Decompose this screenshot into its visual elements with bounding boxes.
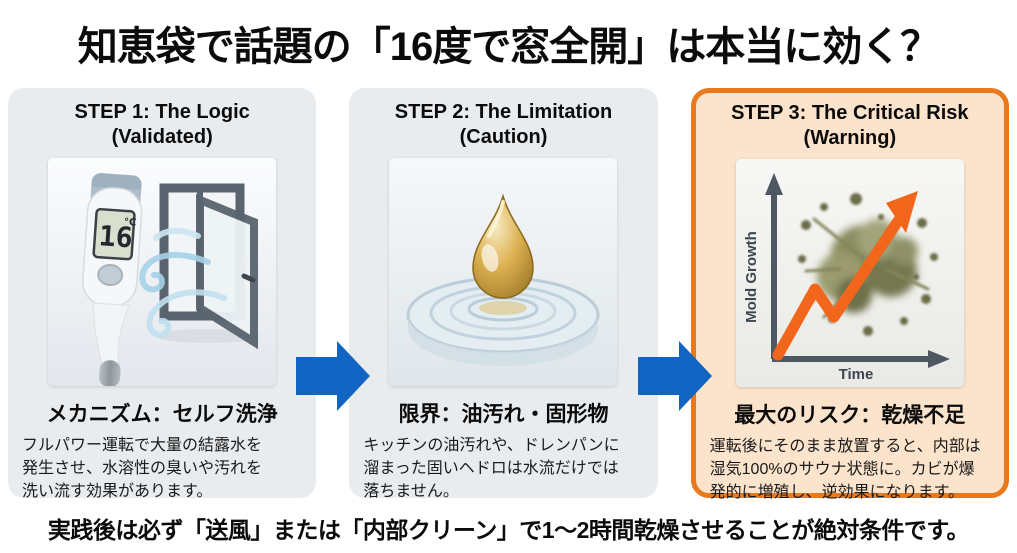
chart-y-axis-label: Mold Growth [743,231,760,323]
steps-row: STEP 1: The Logic (Validated) [0,88,1017,501]
body-line: 発生させ、水溶性の臭いや汚れを [22,459,263,477]
step2-panel: STEP 2: The Limitation (Caution) [349,88,658,500]
step2-title-line2: (Caution) [459,126,548,148]
thermometer-graphic: 16 °C [82,173,143,386]
arrow-right-icon [638,341,712,411]
step1-body: フルパワー運転で大量の結露水を 発生させ、水溶性の臭いや汚れを 洗い流す効果があ… [20,435,304,504]
mold-growth-chart-image: Mold Growth Time [735,159,964,387]
step3-body: 運転後にそのまま放置すると、内部は 湿気100%のサウナ状態に。カビが爆 発的に… [708,436,992,505]
step1-title: STEP 1: The Logic (Validated) [20,100,304,150]
step3-heading: 最大のリスク：乾燥不足 [734,404,966,427]
chart-axes [764,173,950,368]
open-window-graphic [156,183,261,350]
step1-title-line2: (Validated) [111,126,213,148]
water-dish-graphic [406,276,600,366]
step3-panel: STEP 3: The Critical Risk (Warning) [690,88,1009,501]
chart-x-axis-label: Time [838,366,873,383]
oil-droplet-graphic [472,193,535,299]
step1-heading: メカニズム：セルフ洗浄 [46,403,278,426]
step3-title-line2: (Warning) [803,127,897,149]
step3-title-line1: STEP 3: The Critical Risk [731,102,969,124]
thermometer-unit: °C [124,217,137,229]
step1-title-line1: STEP 1: The Logic [74,101,250,123]
step2-title-line1: STEP 2: The Limitation [394,101,613,123]
mold-spores-graphic [797,193,938,336]
wind-swirls [139,228,228,338]
thermometer-reading: 16 [98,219,134,254]
page-title: 知恵袋で話題の「16度で窓全開」は本当に効く？ [77,25,941,69]
body-line: 湿気100%のサウナ状態に。カビが爆 [709,460,975,478]
step3-title: STEP 3: The Critical Risk (Warning) [708,101,992,151]
body-line: 発的に増殖し、逆効果になります。 [709,483,965,501]
growth-arrow-graphic [772,191,918,361]
body-line: フルパワー運転で大量の結露水を [22,437,263,454]
body-line: 溜まった固いヘドロは水流だけでは [363,459,619,477]
arrow-right-icon [296,341,370,411]
body-line: 洗い流す効果があります。 [22,482,213,500]
step2-title: STEP 2: The Limitation (Caution) [361,100,645,150]
footer-note: 実践後は必ず「送風」または「内部クリーン」で1〜2時間乾燥させることが絶対条件で… [47,517,970,543]
thermometer-window-image: 16 °C [48,158,277,386]
step1-panel: STEP 1: The Logic (Validated) [8,88,317,500]
body-line: キッチンの油汚れや、ドレンパンに [363,437,620,454]
body-line: 落ちません。 [363,482,459,500]
infographic-page: 知恵袋で話題の「16度で窓全開」は本当に効く？ STEP 1: The Logi… [0,14,1017,553]
body-line: 運転後にそのまま放置すると、内部は [709,438,981,455]
oil-droplet-image [389,158,618,386]
step2-heading: 限界：油汚れ・固形物 [398,403,609,426]
step2-body: キッチンの油汚れや、ドレンパンに 溜まった固いヘドロは水流だけでは 落ちません。 [361,435,645,504]
